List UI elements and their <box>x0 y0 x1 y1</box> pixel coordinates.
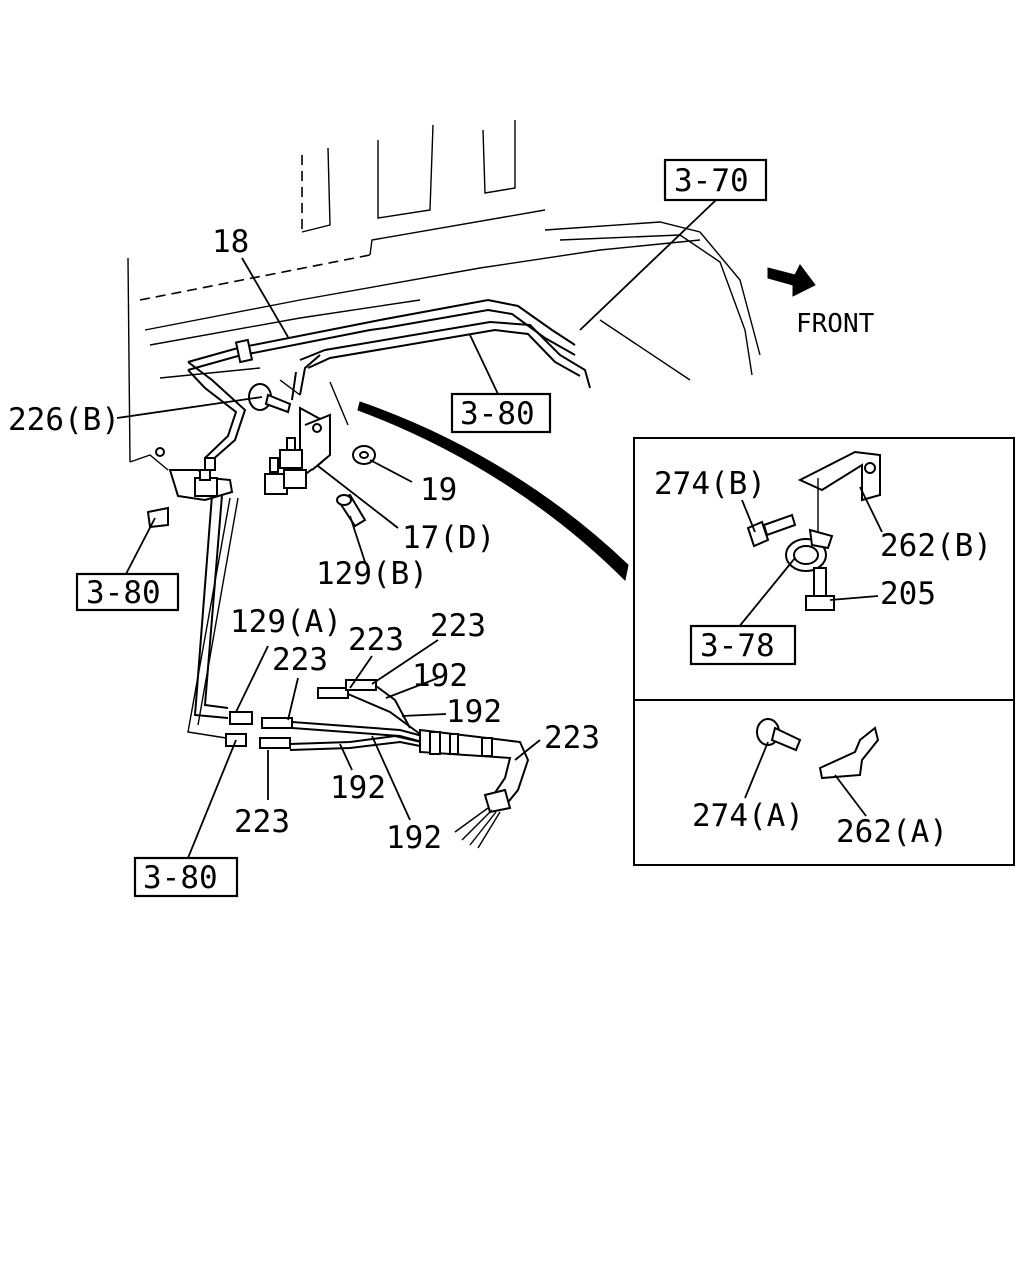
nut-19 <box>352 445 376 465</box>
reference-3-80-left[interactable]: 3-80 <box>75 572 180 612</box>
callout-17d: 17(D) <box>402 520 495 556</box>
callout-274a: 274(A) <box>692 798 804 834</box>
bolt-274a <box>756 718 802 752</box>
callout-262b: 262(B) <box>880 528 992 564</box>
reference-3-78-label: 3-78 <box>700 628 775 664</box>
bracket-262b <box>797 450 881 542</box>
callout-223: 223 <box>430 608 486 644</box>
callout-223: 223 <box>348 622 404 658</box>
callout-192: 192 <box>386 820 442 856</box>
callout-129b: 129(B) <box>316 556 428 592</box>
proportioning-valve <box>264 406 331 495</box>
reference-3-80-label: 3-80 <box>86 575 161 611</box>
detail-panel <box>633 437 1015 866</box>
front-direction-indicator: FRONT <box>767 264 875 339</box>
callout-223: 223 <box>544 720 600 756</box>
callout-223: 223 <box>272 642 328 678</box>
bracket-262a <box>818 726 880 780</box>
callout-18: 18 <box>212 224 249 260</box>
reference-3-78[interactable]: 3-78 <box>689 624 797 666</box>
callout-274b: 274(B) <box>654 466 766 502</box>
callout-223: 223 <box>234 804 290 840</box>
callout-192: 192 <box>330 770 386 806</box>
reference-3-80-label: 3-80 <box>460 396 535 432</box>
callout-129a: 129(A) <box>230 604 342 640</box>
reference-3-80-label: 3-80 <box>143 860 218 896</box>
callout-192: 192 <box>412 658 468 694</box>
reference-3-80-bottom[interactable]: 3-80 <box>133 856 239 898</box>
reference-boxes: 3-70 3-80 3-80 3-80 3-78 <box>75 158 797 898</box>
brake-hose-assembly <box>225 679 530 849</box>
reference-3-70-label: 3-70 <box>674 163 749 199</box>
clip-129b <box>336 493 367 528</box>
bolt-205 <box>805 567 835 611</box>
front-arrow-icon <box>767 264 816 297</box>
callout-19: 19 <box>420 472 457 508</box>
brake-pipe-vertical <box>187 354 321 739</box>
vehicle-frame <box>127 120 761 582</box>
junction-block <box>146 447 234 529</box>
reference-3-80-top[interactable]: 3-80 <box>450 392 552 434</box>
hose-clip <box>785 528 834 572</box>
callout-205: 205 <box>880 576 936 612</box>
callout-192: 192 <box>446 694 502 730</box>
callout-labels: 18 226(B) 19 17(D) 129(B) 129(A) 223 223… <box>8 224 992 856</box>
leader-lines <box>116 199 883 859</box>
brake-pipe-18 <box>187 298 591 463</box>
callout-226b: 226(B) <box>8 402 120 438</box>
reference-3-70[interactable]: 3-70 <box>663 158 768 202</box>
callout-262a: 262(A) <box>836 814 948 850</box>
front-label: FRONT <box>796 309 875 339</box>
